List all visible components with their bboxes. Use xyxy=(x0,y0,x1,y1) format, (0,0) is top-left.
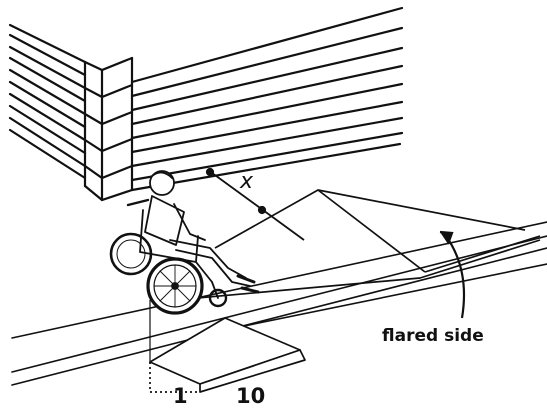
ramp-flare-right xyxy=(317,189,426,273)
ramp-side-wedge xyxy=(199,349,306,393)
flared-side-pointer xyxy=(439,230,466,319)
dimension-line xyxy=(207,169,305,241)
slope-ratio-guide xyxy=(149,362,200,393)
sidewalk-edge xyxy=(11,221,547,339)
slope-ratio-rise-label: 1 xyxy=(173,384,188,408)
dimension-x-marker xyxy=(205,167,305,241)
person-torso xyxy=(144,195,185,246)
building-right-siding xyxy=(130,6,404,192)
slope-ratio-run-label: 10 xyxy=(236,384,265,408)
building-left-siding xyxy=(8,23,87,180)
person-legs xyxy=(169,239,247,279)
flared-side-label: flared side xyxy=(382,326,484,346)
person-head xyxy=(149,170,175,196)
ramp-top-edge xyxy=(214,189,526,249)
wheelchair-user xyxy=(109,170,260,315)
building-corner-blocks xyxy=(83,56,134,202)
curb-ramp xyxy=(149,189,541,393)
curb-line-bottom xyxy=(11,247,547,386)
person-arm xyxy=(173,203,206,241)
dimension-tick-bottom xyxy=(257,205,267,215)
chair-frame xyxy=(139,209,213,283)
building-corner xyxy=(8,6,404,202)
dimension-tick-top xyxy=(205,167,215,177)
dimension-label: x xyxy=(239,169,254,194)
ramp-flare-upper xyxy=(424,235,541,273)
gutter-line xyxy=(199,263,547,336)
front-caster xyxy=(208,288,228,308)
ramp-foot xyxy=(149,317,301,385)
